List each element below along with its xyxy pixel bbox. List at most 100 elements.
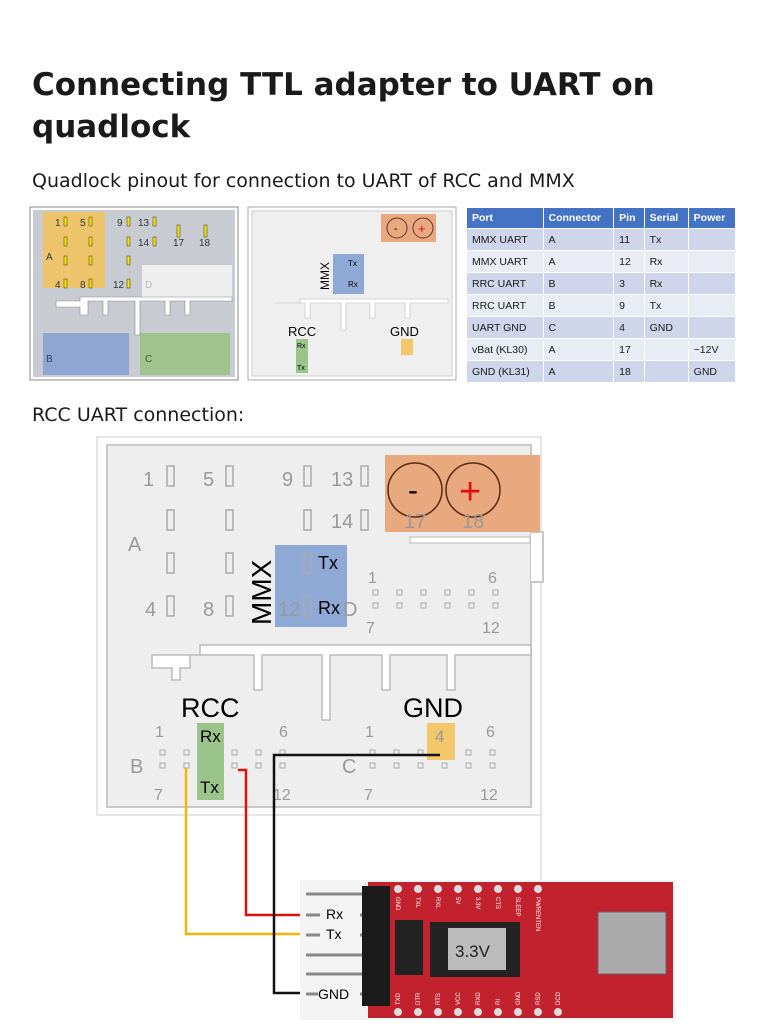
pin-label: 1 bbox=[155, 724, 164, 741]
pin-label: 12 bbox=[480, 787, 498, 804]
gnd-wire bbox=[272, 753, 440, 995]
cell-pin: 11 bbox=[613, 228, 645, 251]
rx-label: Rx bbox=[318, 598, 340, 618]
cell-connector: A bbox=[542, 250, 615, 273]
usb-port-icon bbox=[597, 911, 667, 975]
tx-label: Tx bbox=[297, 365, 305, 372]
pin-contact bbox=[396, 589, 403, 596]
gnd-label: GND bbox=[390, 324, 419, 339]
connector-d-label: D bbox=[343, 599, 357, 621]
cell-pin: 18 bbox=[613, 360, 645, 383]
pin-label: 4 bbox=[145, 599, 156, 621]
pin-label: 12 bbox=[273, 787, 291, 804]
mmx-label: MMX bbox=[318, 262, 332, 290]
pin-label: 13 bbox=[331, 469, 353, 491]
pin-contact bbox=[492, 589, 499, 596]
cell-power: GND bbox=[687, 360, 737, 383]
col-power: Power bbox=[687, 207, 737, 229]
adapter-pin-label: DTR bbox=[416, 992, 422, 1005]
rcc-label: RCC bbox=[288, 324, 316, 339]
cell-pin: 17 bbox=[613, 338, 645, 361]
pin-hole bbox=[494, 885, 502, 893]
pin-contact bbox=[468, 589, 475, 596]
pin-label: 18 bbox=[462, 511, 484, 533]
pin-hole bbox=[414, 1008, 422, 1016]
rcc-connection-diagram: - + MMX Tx Rx 1 5 9 13 14 17 18 4 8 12 A… bbox=[96, 436, 544, 880]
rcc-highlight bbox=[197, 723, 224, 800]
cell-serial: Rx bbox=[643, 250, 689, 273]
pin-label: 9 bbox=[117, 218, 123, 229]
adapter-pin-label: RXD bbox=[476, 992, 482, 1005]
rcc-uart-subtitle: RCC UART connection: bbox=[32, 404, 245, 426]
cell-connector: B bbox=[542, 294, 615, 317]
cell-connector: A bbox=[542, 338, 615, 361]
cell-power: ~12V bbox=[687, 338, 737, 361]
pin-contact bbox=[441, 762, 448, 769]
pin-contact bbox=[231, 749, 238, 756]
cell-port: RRC UART bbox=[466, 294, 544, 317]
adapter-pin-label: GND bbox=[394, 897, 400, 911]
page-title: Connecting TTL adapter to UART on quadlo… bbox=[32, 67, 655, 145]
cell-power bbox=[687, 294, 737, 317]
pin-label: 12 bbox=[113, 280, 125, 291]
pin-contact bbox=[255, 749, 262, 756]
pin-label: 7 bbox=[154, 787, 163, 804]
pin-label: 6 bbox=[488, 570, 497, 587]
pin-label: 12 bbox=[482, 620, 500, 637]
tx-label: Tx bbox=[348, 259, 357, 268]
adapter-tx-label: Tx bbox=[326, 926, 342, 942]
adapter-pin-label: TXD bbox=[396, 992, 402, 1005]
adapter-pin-label: CTS bbox=[494, 897, 500, 909]
connector-a-label: A bbox=[46, 252, 53, 263]
pin-label: 8 bbox=[203, 599, 214, 621]
rx-label: Rx bbox=[297, 343, 306, 350]
pin-hole bbox=[414, 885, 422, 893]
plus-terminal-icon bbox=[445, 462, 501, 518]
pin-hole bbox=[454, 1008, 462, 1016]
adapter-pin-label: 3.3V bbox=[474, 897, 480, 909]
pin-hole bbox=[514, 885, 522, 893]
pin-contact bbox=[417, 762, 424, 769]
adapter-pin-label: TXL bbox=[414, 897, 420, 909]
pin-label: 1 bbox=[368, 570, 377, 587]
pin-contact bbox=[489, 762, 496, 769]
minus-label: - bbox=[408, 474, 418, 507]
adapter-gnd-label: GND bbox=[318, 986, 349, 1002]
adapter-pin-label: VCC bbox=[456, 992, 462, 1005]
adapter-pin-label: GND bbox=[516, 991, 522, 1005]
adapter-pin-label: SLEEP bbox=[514, 897, 520, 916]
cell-port: UART GND bbox=[466, 316, 544, 339]
col-port: Port bbox=[466, 207, 544, 229]
pin-hole bbox=[394, 885, 402, 893]
cell-serial bbox=[643, 360, 689, 383]
pin-hole bbox=[454, 885, 462, 893]
pin-hole bbox=[434, 1008, 442, 1016]
pin-label: 13 bbox=[138, 218, 150, 229]
pin-label: 5 bbox=[203, 469, 214, 491]
pin-contact bbox=[420, 589, 427, 596]
cell-serial bbox=[643, 338, 689, 361]
pin-label: 9 bbox=[282, 469, 293, 491]
adapter-pin-label: RI bbox=[496, 999, 502, 1005]
pin-label: 7 bbox=[366, 620, 375, 637]
adapter-pin-label: RTS bbox=[436, 993, 442, 1005]
pinout-thumbnail-annotated: - + Tx Rx MMX RCC GND Rx Tx bbox=[247, 206, 457, 381]
pin-contact bbox=[255, 762, 262, 769]
pin-contact bbox=[231, 762, 238, 769]
pin-contact bbox=[159, 749, 166, 756]
adapter-pin-label: RSD bbox=[536, 992, 542, 1005]
pin-label: 1 bbox=[143, 469, 154, 491]
pin-hole bbox=[394, 1008, 402, 1016]
pin-contact bbox=[159, 762, 166, 769]
rcc-label: RCC bbox=[181, 693, 240, 723]
pin-label: 6 bbox=[279, 724, 288, 741]
pin-hole bbox=[494, 1008, 502, 1016]
pinout-subtitle: Quadlock pinout for connection to UART o… bbox=[32, 170, 575, 192]
pin-label: 8 bbox=[80, 280, 86, 291]
pin-hole bbox=[434, 885, 442, 893]
pin-hole bbox=[554, 1008, 562, 1016]
